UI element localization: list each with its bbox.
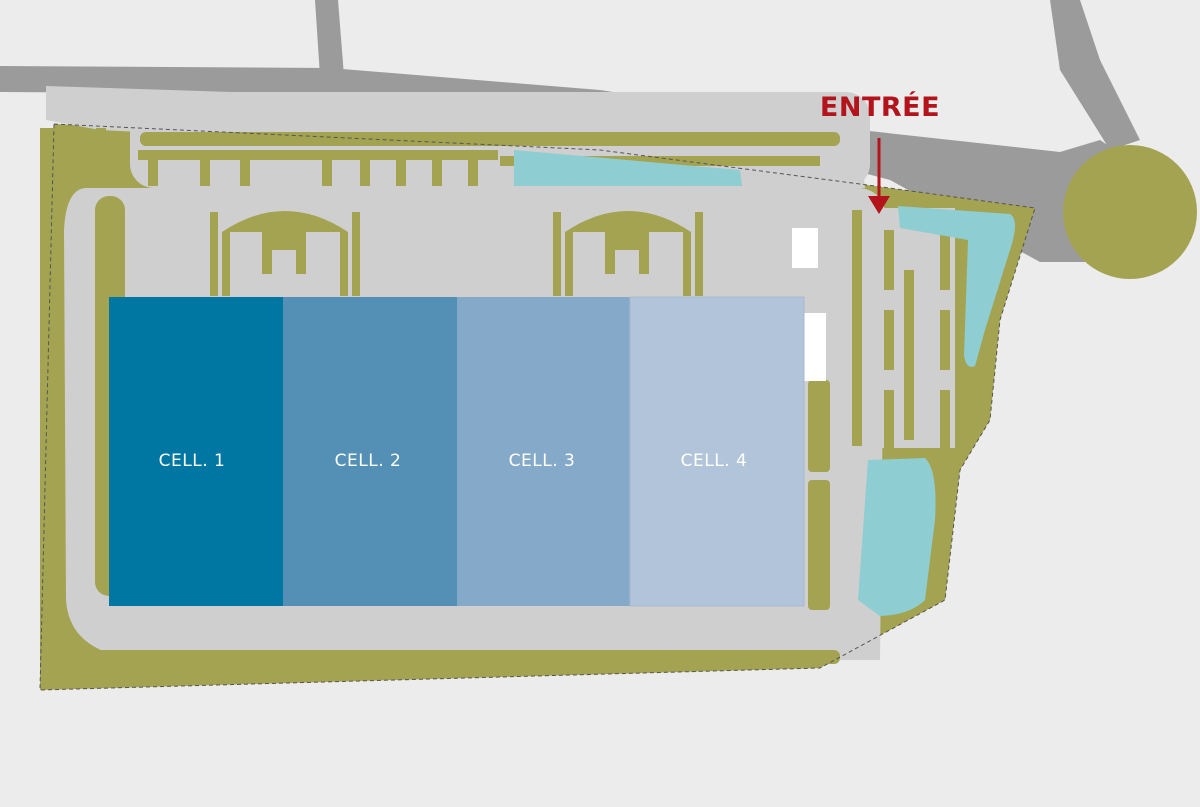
cell-1[interactable]	[109, 297, 283, 606]
north-parking-bays	[96, 128, 478, 188]
north-pond	[514, 150, 742, 186]
west-verge	[40, 128, 64, 688]
site-boundary	[39, 123, 1036, 691]
guard-house	[792, 228, 818, 268]
entrance-marker: ENTRÉE	[820, 91, 940, 214]
cell-3[interactable]	[457, 297, 630, 606]
loading-docks	[210, 211, 703, 296]
green-strips	[40, 128, 840, 688]
cell-2-label: CELL. 2	[335, 451, 402, 471]
side-street-north	[315, 0, 344, 76]
warehouse: CELL. 1 CELL. 2 CELL. 3 CELL. 4	[109, 296, 805, 607]
south-dock-bays	[126, 606, 350, 632]
east-green-strip	[808, 380, 830, 472]
south-east-pond	[858, 458, 936, 616]
water-ponds	[514, 150, 1015, 616]
cell-3-label: CELL. 3	[509, 451, 576, 471]
east-green-strip-lower	[808, 480, 830, 610]
cell-1-label: CELL. 1	[159, 451, 226, 471]
south-green-strip	[60, 650, 840, 664]
east-pond	[898, 206, 1015, 367]
roundabout	[1063, 145, 1197, 279]
east-parking-layout	[852, 210, 950, 450]
entrance-arrow-icon	[868, 196, 890, 214]
cell-2[interactable]	[283, 297, 457, 606]
cell-4-label: CELL. 4	[681, 451, 748, 471]
north-green-strip	[140, 132, 840, 146]
south-apron	[100, 600, 840, 650]
car-park-divider-2	[500, 156, 820, 166]
office-annex	[804, 313, 826, 381]
cell-4[interactable]	[630, 297, 804, 606]
entrance-label: ENTRÉE	[820, 91, 940, 123]
side-street-east	[1050, 0, 1140, 150]
east-car-park	[845, 208, 955, 448]
car-park-divider	[138, 150, 498, 160]
